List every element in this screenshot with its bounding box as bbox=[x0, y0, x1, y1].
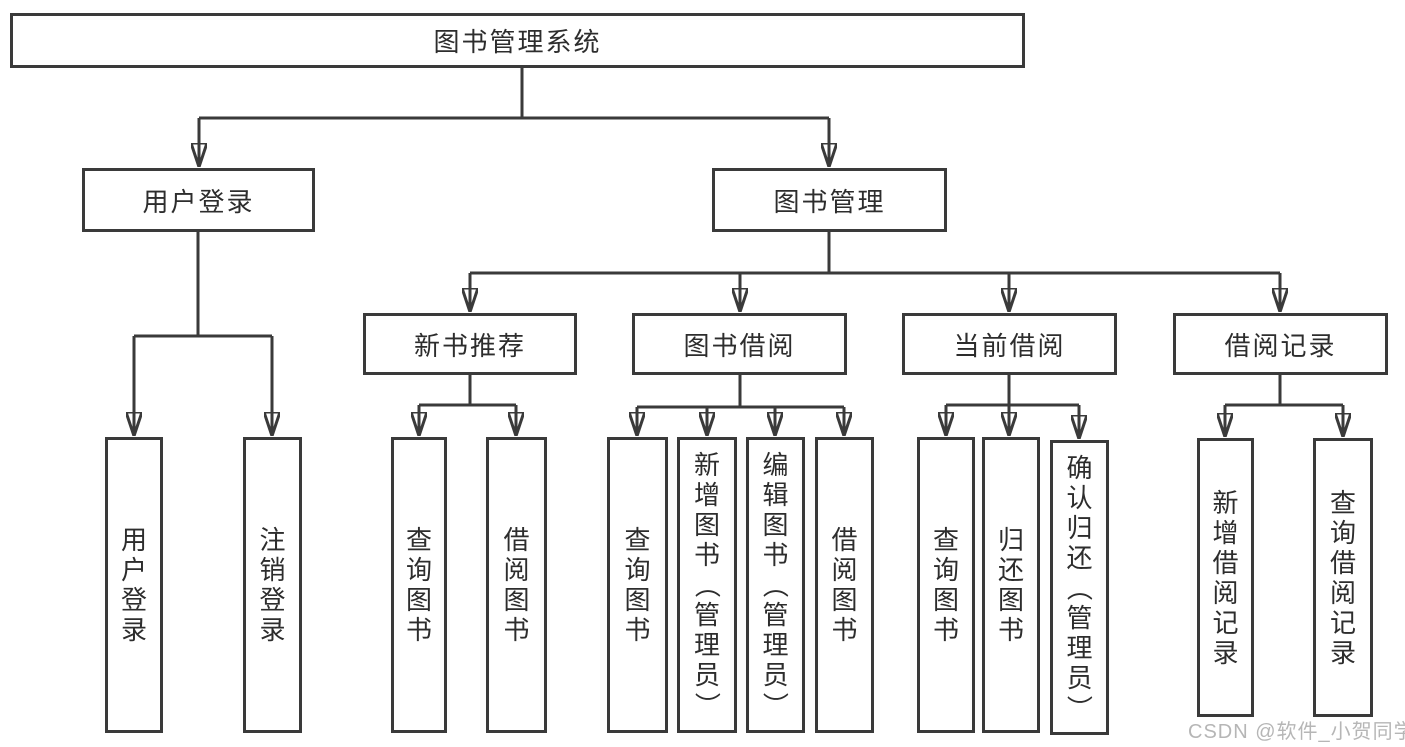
node-query-books: 查询图书 bbox=[391, 437, 447, 733]
node-add-book-admin: 新增图书（管理员） bbox=[677, 437, 737, 733]
csdn-watermark: CSDN @软件_小贺同学 bbox=[1188, 721, 1405, 743]
node-query-books: 查询图书 bbox=[917, 437, 975, 733]
node-current-borrow: 当前借阅 bbox=[902, 313, 1117, 375]
node-label: 图书管理系统 bbox=[433, 27, 602, 57]
node-label: 注销登录 bbox=[259, 525, 286, 645]
node-add-borrow-record: 新增借阅记录 bbox=[1197, 438, 1254, 717]
node-label: 新书推荐 bbox=[413, 330, 526, 361]
node-label: 借阅图书 bbox=[503, 525, 530, 645]
node-label: 确认归还（管理员） bbox=[1064, 452, 1095, 721]
node-label: 编辑图书（管理员） bbox=[760, 450, 791, 719]
node-label: 新增借阅记录 bbox=[1212, 487, 1239, 668]
node-confirm-return-admin: 确认归还（管理员） bbox=[1050, 440, 1109, 735]
node-label: 用户登录 bbox=[120, 525, 147, 645]
node-user-login: 用户登录 bbox=[82, 168, 315, 232]
node-root-library-system: 图书管理系统 bbox=[10, 13, 1025, 68]
node-label: 查询图书 bbox=[405, 525, 432, 645]
node-borrow-books: 借阅图书 bbox=[486, 437, 547, 733]
node-label: 借阅图书 bbox=[831, 525, 858, 645]
node-return-books: 归还图书 bbox=[982, 437, 1040, 733]
node-label: 查询图书 bbox=[932, 525, 959, 645]
node-book-management: 图书管理 bbox=[712, 168, 947, 232]
node-borrow-books: 借阅图书 bbox=[815, 437, 874, 733]
node-label: 借阅记录 bbox=[1224, 330, 1337, 361]
node-query-borrow-record: 查询借阅记录 bbox=[1313, 438, 1373, 717]
node-logout: 注销登录 bbox=[243, 437, 302, 733]
node-new-book-recommend: 新书推荐 bbox=[363, 313, 577, 375]
node-user-login-leaf: 用户登录 bbox=[105, 437, 163, 733]
node-book-borrow: 图书借阅 bbox=[632, 313, 847, 375]
node-label: 当前借阅 bbox=[953, 330, 1066, 361]
node-label: 归还图书 bbox=[997, 525, 1024, 645]
node-label: 查询借阅记录 bbox=[1329, 487, 1356, 668]
node-label: 图书借阅 bbox=[683, 330, 796, 361]
node-edit-book-admin: 编辑图书（管理员） bbox=[746, 437, 805, 733]
node-borrow-records: 借阅记录 bbox=[1173, 313, 1388, 375]
node-label: 用户登录 bbox=[142, 186, 255, 217]
node-label: 图书管理 bbox=[773, 186, 886, 217]
node-label: 新增图书（管理员） bbox=[691, 450, 722, 719]
node-query-books: 查询图书 bbox=[607, 437, 668, 733]
node-label: 查询图书 bbox=[624, 525, 651, 645]
